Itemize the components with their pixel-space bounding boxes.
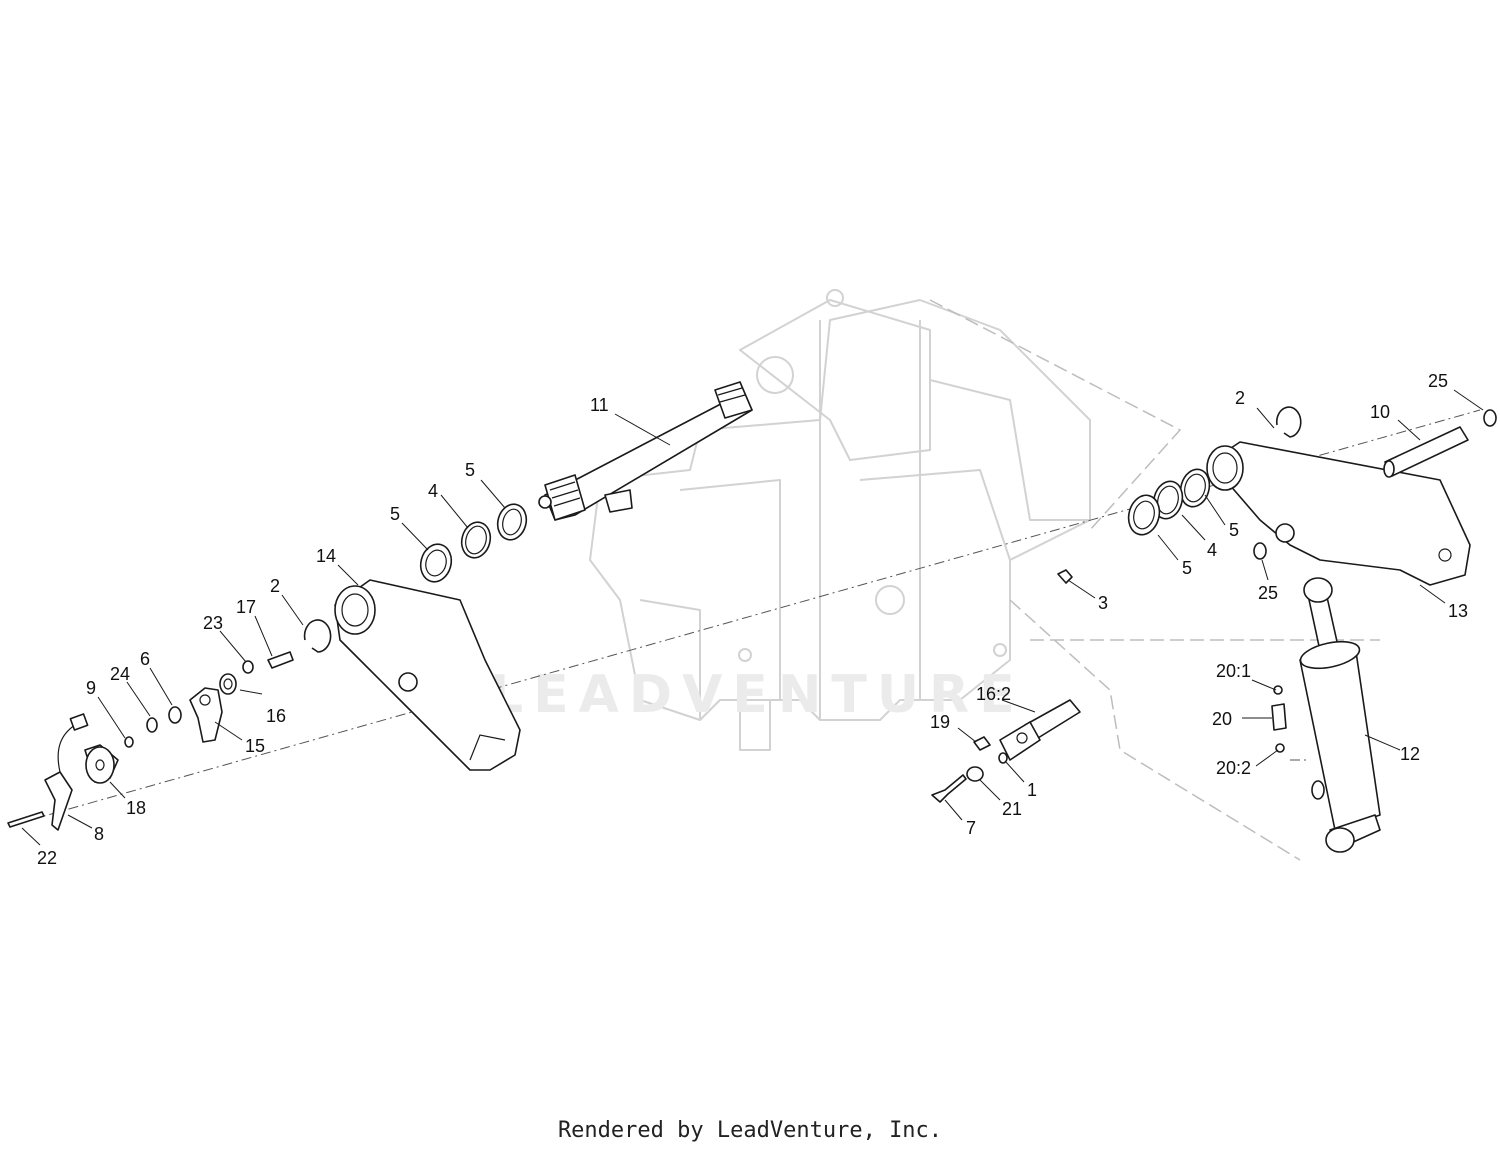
callout-4-right: 4 (1207, 540, 1217, 560)
callout-22: 22 (37, 848, 57, 868)
part-8-sensor (44, 713, 89, 831)
part-16-plate (189, 687, 223, 743)
callout-1: 1 (1027, 780, 1037, 800)
part-25-snap-ring-top (1483, 409, 1497, 427)
ring-set-right (1127, 468, 1211, 536)
footer-credit: Rendered by LeadVenture, Inc. (557, 1118, 943, 1143)
callout-2: 2 (270, 576, 280, 596)
part-1-bushing (998, 752, 1008, 764)
callout-7: 7 (966, 818, 976, 838)
callout-23: 21 (1002, 799, 1022, 819)
callout-8: 8 (94, 824, 104, 844)
part-13-right-lift-arm (1206, 441, 1471, 586)
watermark: LEADVENTURE (490, 665, 1025, 725)
part-14-left-lift-arm (334, 579, 521, 771)
part-16-plate-hole (199, 694, 211, 706)
pin-and-washers-left (219, 651, 294, 695)
part-2-snap-ring-left (303, 619, 332, 653)
callout-10: 10 (1370, 402, 1390, 422)
callout-5-right-a: 5 (1229, 520, 1239, 540)
callout-20: 20 (1212, 709, 1232, 729)
callout-25-top: 25 (1428, 371, 1448, 391)
part-23-washer (966, 766, 984, 782)
callout-4: 4 (428, 481, 438, 501)
part-10-pin (1383, 426, 1469, 478)
part-22-wire-pin (7, 811, 45, 828)
callout-5: 5 (390, 504, 400, 524)
ghost-frame-assembly: LEADVENTURE (490, 289, 1380, 861)
small-washers-left (124, 706, 182, 748)
callout-21: 23 (203, 613, 223, 633)
callout-18: 18 (126, 798, 146, 818)
callout-25-bottom: 25 (1258, 583, 1278, 603)
callout-labels: 11 5 4 5 14 2 17 23 6 24 9 16 15 18 8 22… (37, 371, 1468, 868)
callout-16-2: 16 (266, 706, 286, 726)
leader-lines (21, 389, 1484, 846)
callout-11: 11 (590, 395, 609, 415)
callout-9: 9 (86, 678, 96, 698)
part-2-snap-ring-right (1275, 406, 1302, 438)
part-25-snap-ring-bottom (1253, 542, 1267, 560)
callout-12: 12 (1400, 744, 1420, 764)
part-11-splined-shaft (538, 381, 753, 521)
callout-17: 17 (236, 597, 256, 617)
callout-19: 19 (930, 712, 950, 732)
part-7-bolt (931, 774, 967, 803)
part-20-fitting (1271, 685, 1287, 753)
part-15-pivot-pin (999, 699, 1081, 761)
callout-24: 24 (110, 664, 130, 684)
callout-13: 13 (1448, 601, 1468, 621)
shaft-tab (604, 489, 633, 513)
callout-5: 5 (465, 460, 475, 480)
callout-20-2: 20:2 (1216, 758, 1251, 778)
callout-20-1: 20:1 (1216, 661, 1251, 681)
callout-16: 15 (245, 736, 265, 756)
part-19-nut (973, 736, 991, 751)
part-18-bushing (84, 744, 119, 784)
callout-5-right-b: 5 (1182, 558, 1192, 578)
callout-6: 6 (140, 649, 150, 669)
callout-3: 3 (1098, 593, 1108, 613)
part-12-hydraulic-cylinder (1299, 577, 1381, 853)
callout-14: 14 (316, 546, 336, 566)
callout-15: 16:2 (976, 684, 1011, 704)
callout-2-right: 2 (1235, 388, 1245, 408)
ring-set-left (419, 503, 528, 583)
